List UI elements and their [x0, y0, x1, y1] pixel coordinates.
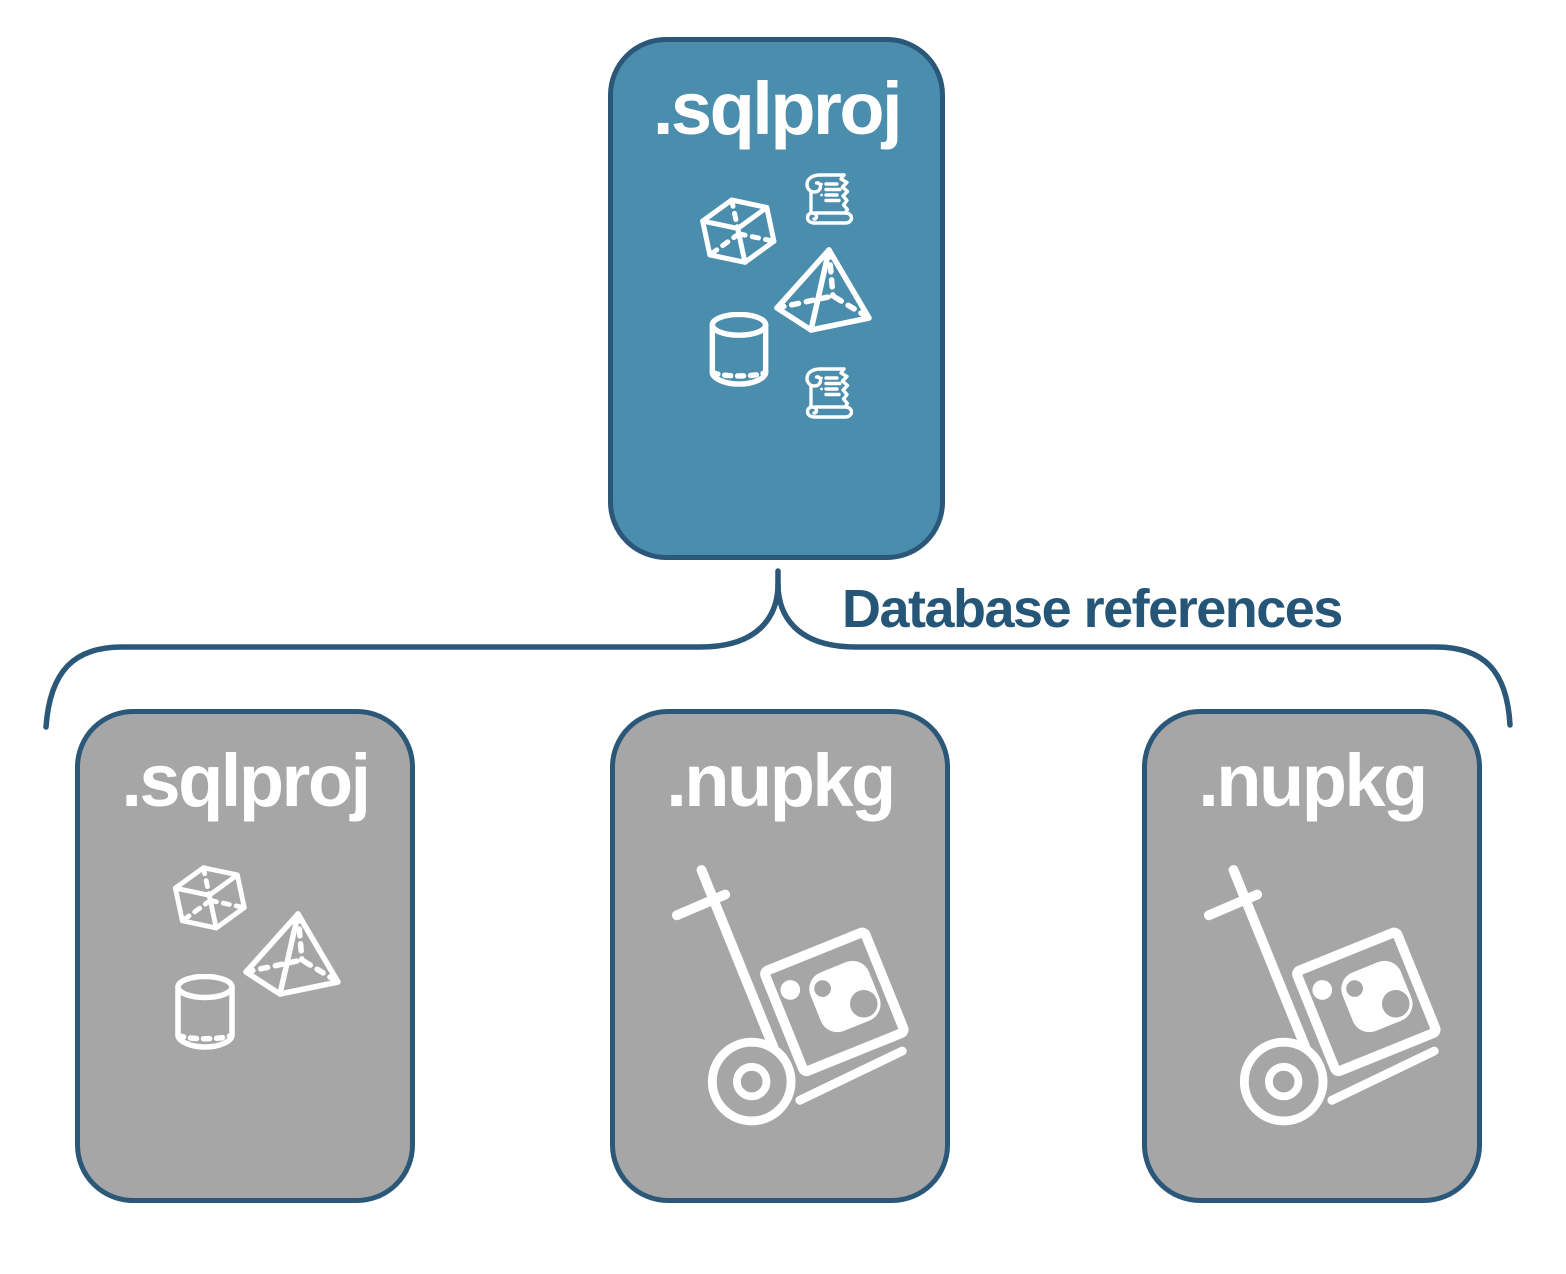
root-node-title: .sqlproj — [652, 67, 903, 150]
cylinder-icon — [170, 974, 240, 1052]
child-node-title: .nupkg — [1198, 739, 1428, 822]
cylinder-icon — [705, 312, 773, 389]
root-node-sqlproj: .sqlproj — [608, 37, 945, 560]
pyramid-icon — [771, 244, 876, 336]
handtruck-icon — [1203, 858, 1449, 1129]
handtruck-icon — [671, 858, 917, 1129]
child-node-title: .nupkg — [666, 739, 896, 822]
child-node-nupkg-1: .nupkg — [610, 709, 950, 1203]
database-references-label: Database references — [842, 579, 1343, 639]
pyramid-icon — [240, 908, 345, 1000]
child-node-sqlproj: .sqlproj — [75, 709, 415, 1203]
scroll-icon — [799, 168, 861, 230]
child-node-nupkg-2: .nupkg — [1142, 709, 1482, 1203]
child-node-title: .sqlproj — [121, 739, 371, 822]
scroll-icon — [799, 362, 861, 424]
